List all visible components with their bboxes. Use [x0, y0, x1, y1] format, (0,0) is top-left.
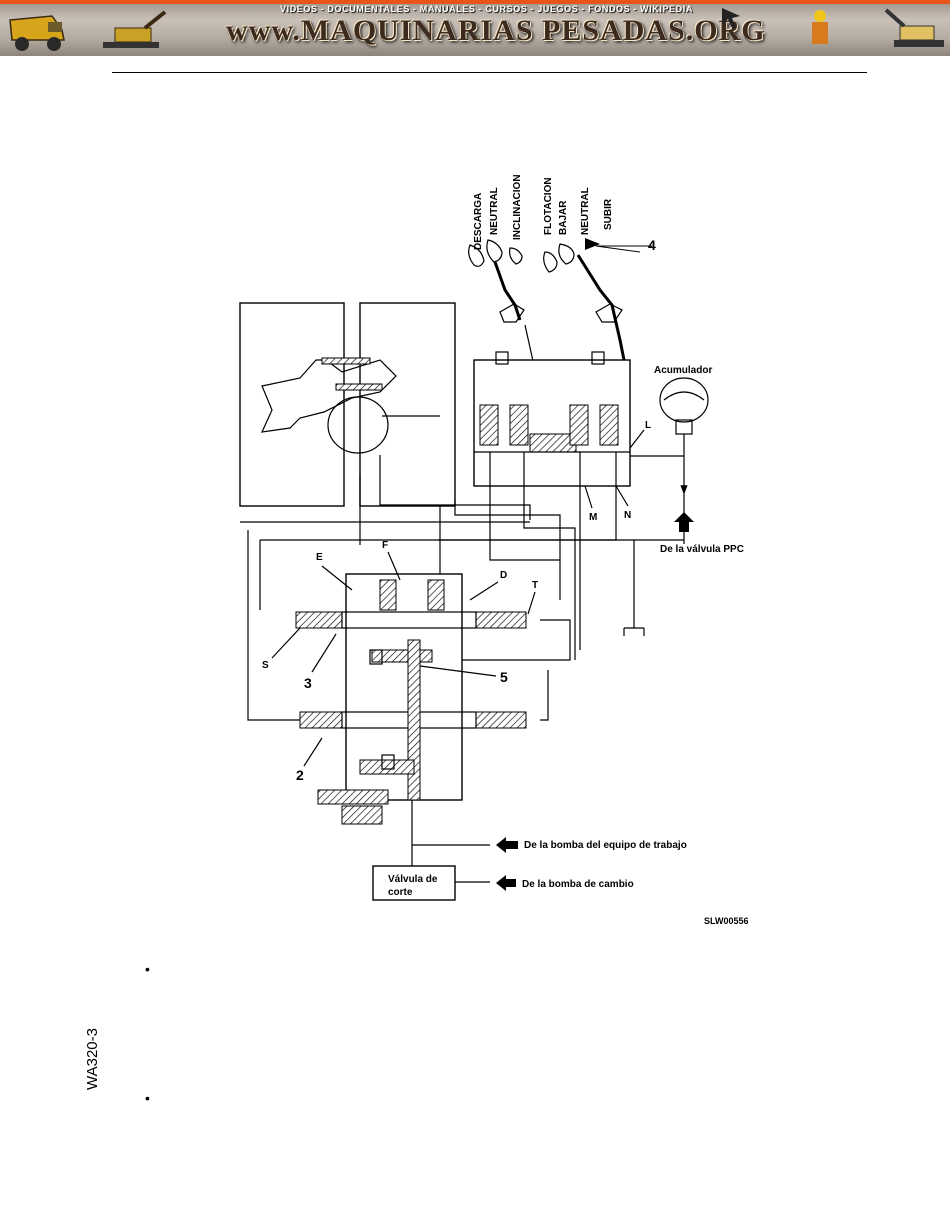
site-banner: VIDEOS - DOCUMENTALES - MANUALES - CURSO… — [0, 0, 950, 56]
worker-icon — [812, 10, 828, 44]
cut-valve-box — [372, 865, 456, 901]
label-inclinacion: INCLINACION — [512, 174, 523, 240]
boom-cylinder-box — [239, 302, 345, 507]
cursor-arrow-icon — [722, 8, 740, 28]
label-flotacion: FLOTACION — [543, 177, 554, 235]
pilot-valve-block — [473, 351, 631, 487]
callout-F: F — [382, 540, 388, 551]
label-subir: SUBIR — [603, 198, 614, 230]
header-rule — [112, 72, 867, 73]
callout-S: S — [262, 660, 269, 671]
callout-L: L — [645, 420, 651, 431]
label-neutral-bucket: NEUTRAL — [489, 187, 500, 235]
excavator-right-icon — [884, 8, 944, 47]
banner-site-name[interactable]: www.MAQUINARIAS PESADAS.ORG — [226, 14, 766, 47]
accumulator-label: Acumulador — [654, 365, 712, 376]
model-side-label: WA320-3 — [84, 1028, 101, 1090]
ppc-inlet-label: De la válvula PPC — [660, 544, 744, 555]
lever-position-labels: DESCARGA NEUTRAL INCLINACION FLOTACION B… — [473, 174, 614, 250]
callout-D: D — [500, 570, 507, 581]
callout-T: T — [532, 580, 538, 591]
loader-bucket-sketch — [261, 357, 440, 454]
callout-3: 3 — [304, 675, 312, 691]
callout-5: 5 — [500, 669, 508, 685]
cut-valve-label-line1: Válvula de — [388, 874, 438, 885]
subir-arrow-icon — [585, 238, 600, 250]
banner-accent-strip — [0, 0, 950, 4]
shift-pump-label: De la bomba de cambio — [522, 879, 634, 890]
banner-tagline: VIDEOS - DOCUMENTALES - MANUALES - CURSO… — [280, 4, 693, 14]
dump-truck-icon — [9, 15, 65, 51]
shift-pump-arrow-icon — [496, 875, 516, 891]
bucket-cylinder-box — [359, 302, 456, 507]
label-neutral-boom: NEUTRAL — [580, 187, 591, 235]
bullet-1: • — [145, 961, 150, 977]
callout-4: 4 — [648, 237, 656, 253]
figure-code: SLW00556 — [704, 916, 749, 926]
excavator-icon — [103, 10, 167, 48]
work-pump-label: De la bomba del equipo de trabajo — [524, 840, 687, 851]
work-pump-arrow-icon — [496, 837, 518, 853]
callout-N: N — [624, 510, 631, 521]
callout-E: E — [316, 552, 323, 563]
control-levers — [468, 238, 652, 371]
ppc-inlet-arrow-icon — [674, 512, 694, 532]
cut-valve-label-line2: corte — [388, 887, 413, 898]
accumulator-symbol — [659, 377, 709, 456]
main-control-valve — [295, 573, 527, 825]
callout-M: M — [589, 512, 597, 523]
label-bajar: BAJAR — [558, 200, 569, 235]
label-descarga: DESCARGA — [473, 193, 484, 250]
bullet-2: • — [145, 1090, 150, 1106]
callout-2: 2 — [296, 767, 304, 783]
